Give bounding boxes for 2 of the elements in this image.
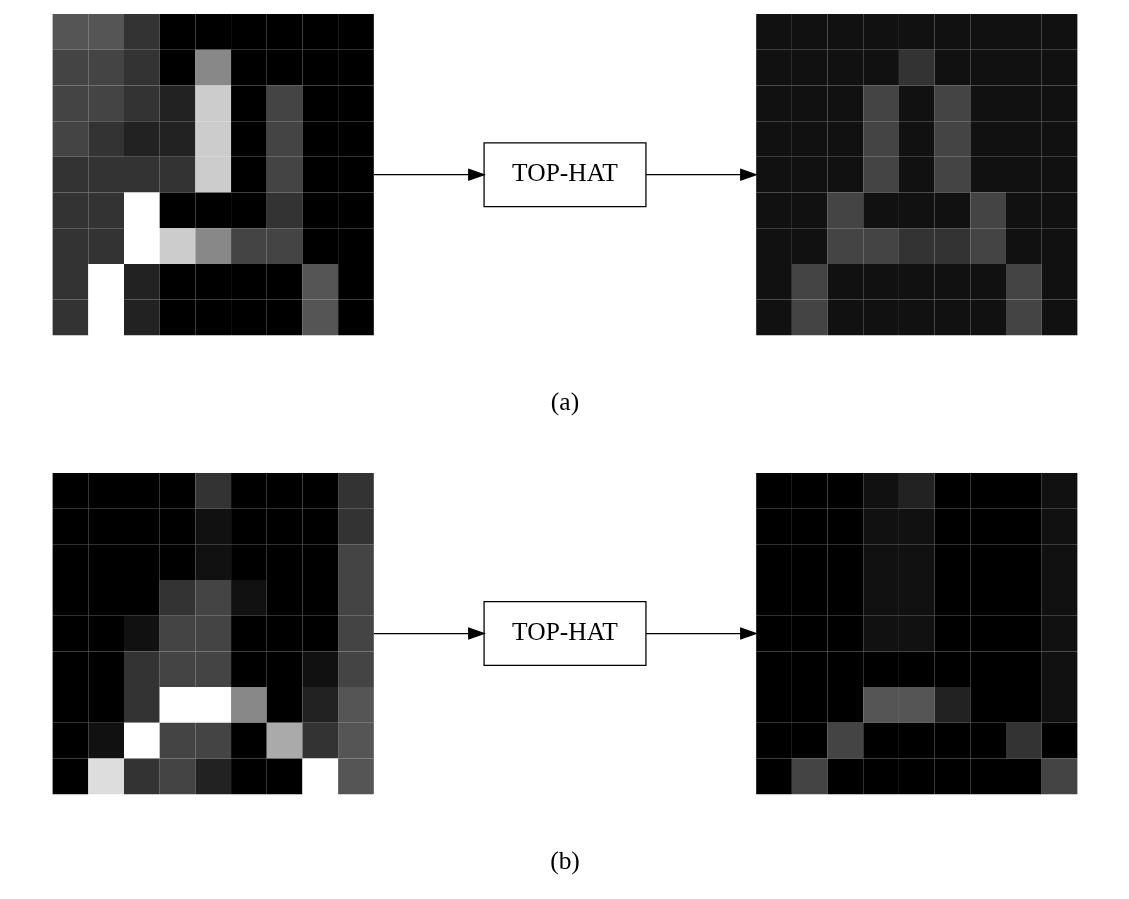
label: (a) xyxy=(550,386,579,416)
label: (b) xyxy=(549,845,580,875)
